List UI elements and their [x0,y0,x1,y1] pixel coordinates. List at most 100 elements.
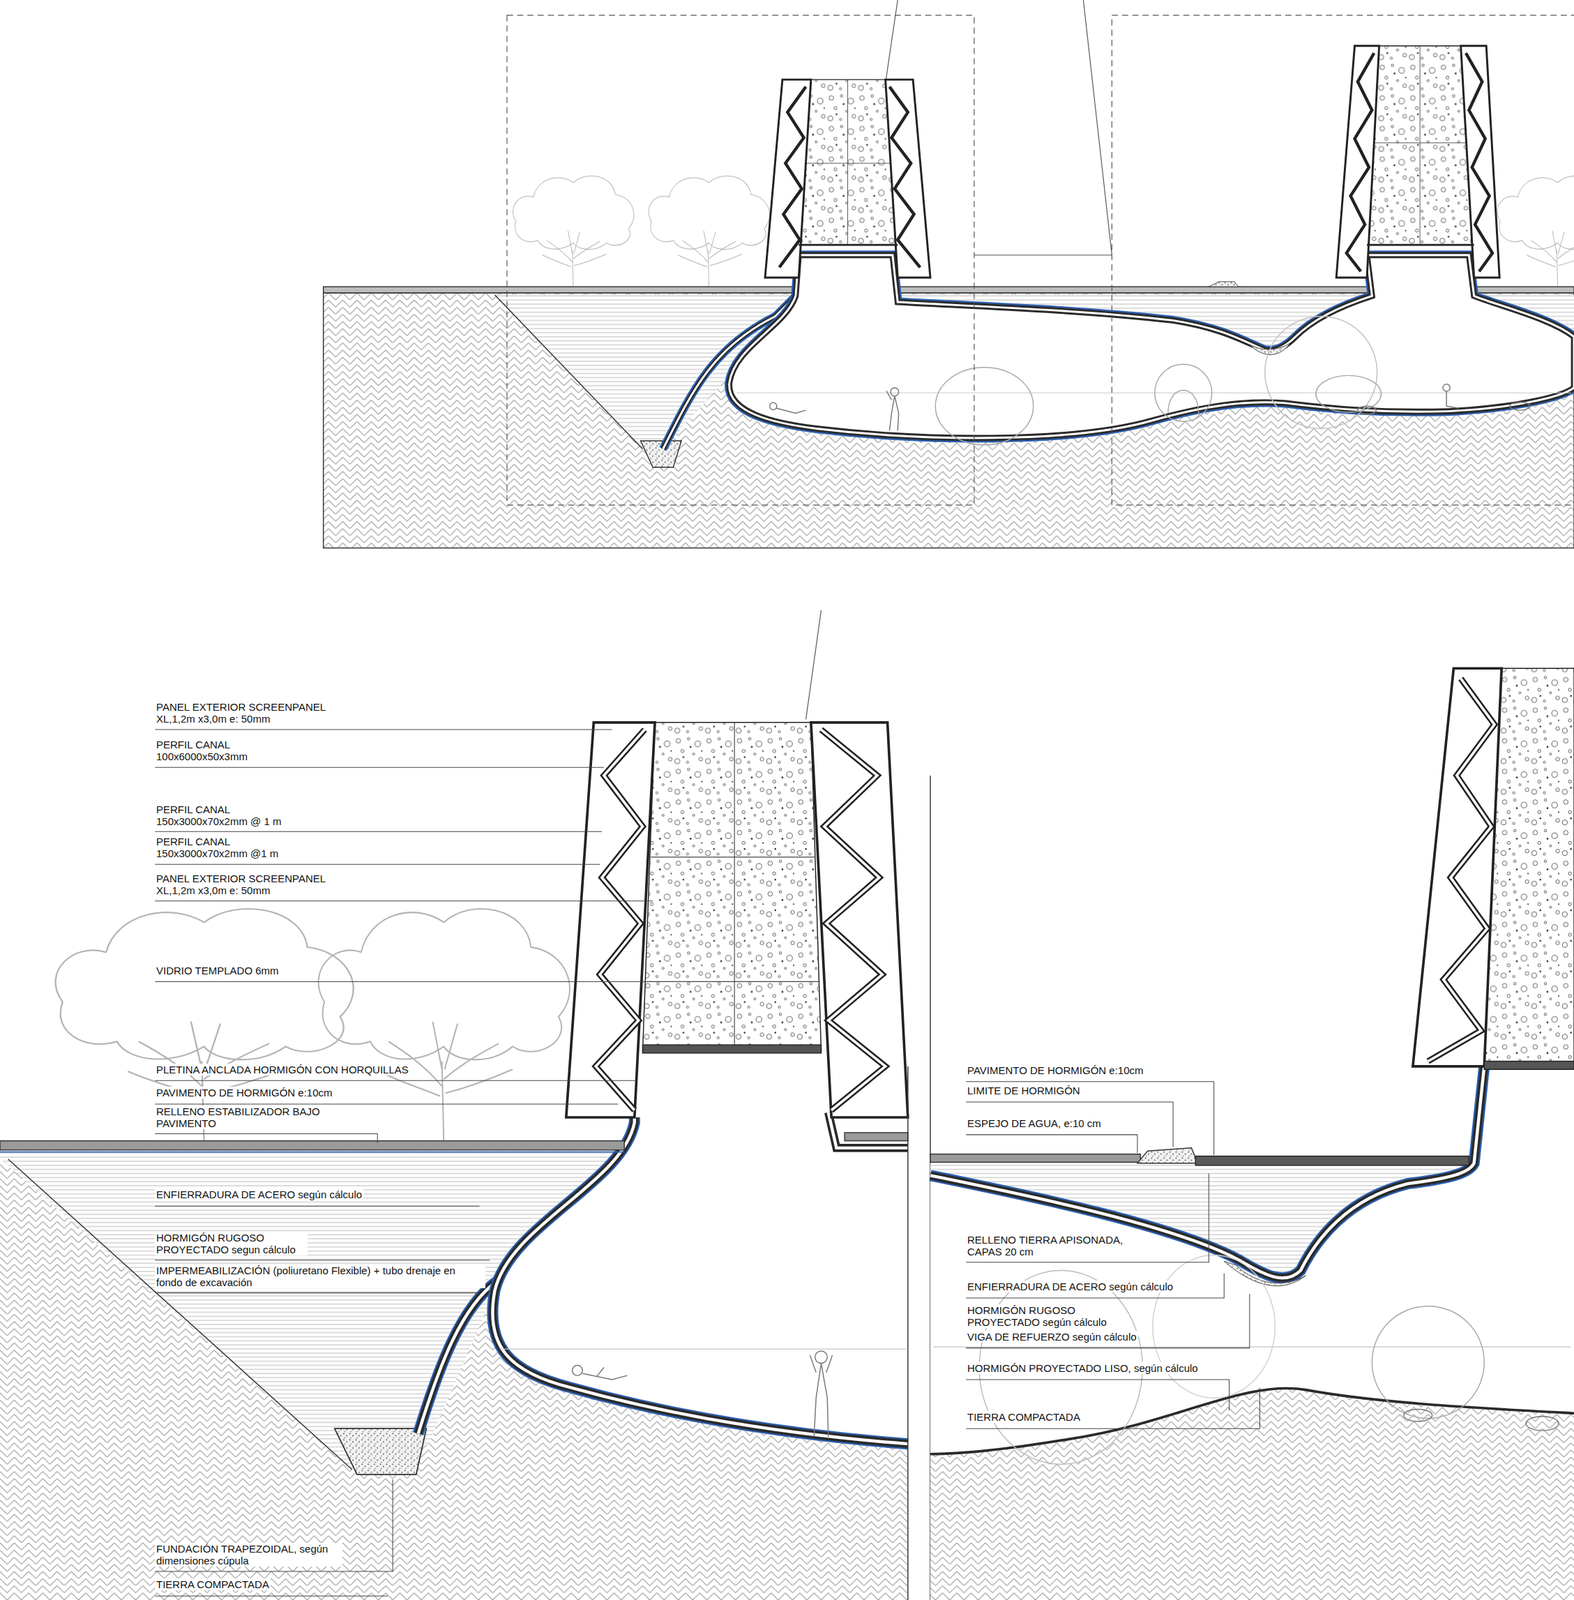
detail-left-part-part [815,1350,828,1364]
leader-lines-part [965,1134,1138,1153]
top-section-part [1111,15,1574,505]
callout-label: IMPERMEABILIZACIÓN (poliuretano Flexible… [154,1264,486,1289]
callout-label: TIERRA COMPACTADA [154,1578,271,1591]
callout-label: ENFIERRADURA DE ACERO según cálculo [154,1188,364,1201]
top-section-part [1168,390,1199,414]
top-section-part [513,175,634,289]
top-section-part [1208,281,1238,287]
top-section-part [798,244,898,247]
top-section-part-part [1446,391,1459,408]
callout-label: ENFIERRADURA DE ACERO según cálculo [965,1280,1175,1293]
detail-left-part [642,1044,822,1054]
detail-left-part [318,908,570,1141]
top-section-part [1366,244,1475,247]
detail-left [0,610,908,1600]
leader-lines-part [154,1133,378,1143]
detail-right-part [1371,1306,1485,1419]
leader-lines-part [965,1379,1229,1411]
callout-label: PANEL EXTERIOR SCREENPANEL XL,1,2m x3,0m… [154,872,357,897]
detail-left-part [907,1066,908,1600]
top-section-part-part [776,407,806,413]
leader-lines-part [965,1387,1260,1429]
leader-lines-part [154,1103,618,1104]
leader-lines-part [154,981,663,982]
detail-left-part [418,1280,498,1434]
top-section-part [765,79,812,278]
detail-left-part-part [572,1365,584,1376]
top-section-part [729,255,1574,438]
detail-right-part [1428,678,1495,1062]
leader-lines-part [154,1292,478,1293]
leader-lines-part [965,1293,1250,1349]
top-section-part-part [769,402,777,410]
detail-left-part [646,981,819,982]
top-section-part-part [890,387,899,397]
top-section-part [736,392,1572,394]
top-section-part [1465,53,1493,272]
top-section-part-part [1442,384,1450,392]
callout-label: PAVIMENTO DE HORMIGÓN e:10cm [965,1064,1146,1077]
callout-label: TIERRA COMPACTADA [965,1410,1082,1423]
top-section-part [729,255,1574,438]
leader-lines-part [154,1259,490,1261]
top-section-part [1373,142,1468,143]
leader-lines-part [154,900,653,902]
leader-lines-part [154,1080,637,1081]
top-section-part [804,163,892,164]
callout-label: PERFIL CANAL 150x3000x70x2mm @ 1 m [154,803,301,828]
detail-right [930,668,1574,1600]
detail-left-part [492,1117,908,1444]
detail-left-part [418,1280,498,1434]
detail-left-part [0,1151,625,1153]
detail-left-part [566,722,655,1118]
top-section-part [494,294,643,450]
callout-label: RELLENO TIERRA APISONADA, CAPAS 20 cm [965,1233,1147,1258]
detail-left-part [572,1350,833,1437]
detail-right-part [1137,1147,1198,1164]
detail-right-part [1403,1408,1433,1422]
callout-label: VIGA DE REFUERZO según cálculo [965,1330,1139,1343]
top-section-part [935,367,1033,445]
top-section-part [1346,53,1374,272]
callout-label: PANEL EXTERIOR SCREENPANEL XL,1,2m x3,0m… [154,700,357,725]
detail-left-part [8,1159,353,1470]
detail-left-part [821,729,886,1111]
callout-label: HORMIGÓN PROYECTADO LISO, según cálculo [965,1361,1200,1374]
callout-label: PLETINA ANCLADA HORMIGÓN CON HORQUILLAS [154,1063,411,1076]
detail-left-part [734,722,736,1051]
detail-right-part [930,1154,1141,1163]
callout-label: HORMIGÓN RUGOSO PROYECTADO segun cálculo [154,1231,308,1256]
top-section-part [1336,46,1379,278]
detail-right-part [1412,668,1502,1067]
leader-lines-part [154,729,612,731]
top-section-part-part [1509,401,1531,411]
detail-right-part [1525,1416,1559,1431]
top-section-part-part [886,390,899,431]
callout-label: RELLENO ESTABILIZADOR BAJO PAVIMENTO [154,1105,346,1130]
detail-left-part [642,722,822,1051]
detail-left-part [595,729,645,1111]
leader-lines-part [154,767,604,768]
detail-left-part-part [809,1355,832,1437]
detail-left-part [811,722,908,1118]
callout-label: HORMIGÓN RUGOSO PROYECTADO según cálculo [965,1304,1119,1328]
detail-left-part [821,729,886,1111]
detail-right-part [930,1066,1485,1278]
top-section-part [1461,46,1501,278]
top-section-part [1083,0,1112,256]
leader-lines-part [154,1595,388,1597]
leader-lines-part [154,831,602,832]
leader-lines-part [154,864,600,865]
callout-label: LIMITE DE HORMIGÓN [965,1084,1082,1097]
callout-label: FUNDACIÓN TRAPEZOIDAL, según dimensiones… [154,1542,343,1567]
detail-left-part [418,1280,498,1434]
detail-right-part [930,1066,1485,1278]
top-section-part [1154,364,1213,422]
top-section-part [1265,316,1378,429]
callout-label: PERFIL CANAL 100x6000x50x3mm [154,738,273,763]
leader-lines-part [965,1273,1224,1298]
top-section-part [885,79,931,278]
detail-right-part [1428,678,1495,1062]
